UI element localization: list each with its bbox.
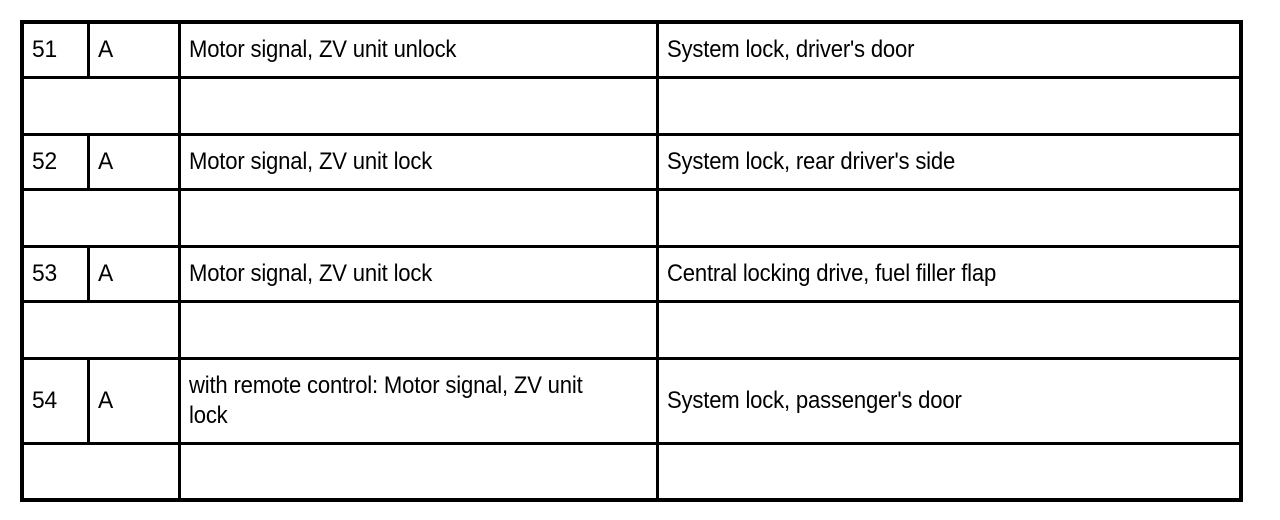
component-text: System lock, driver's door xyxy=(666,36,914,64)
fuse-number-text: 53 xyxy=(32,259,57,287)
component-text: System lock, rear driver's side xyxy=(666,147,955,175)
component-text: Central locking drive, fuel filler flap xyxy=(666,259,996,287)
table-row-spacer xyxy=(20,187,1243,248)
cell-spacer-component xyxy=(655,187,1243,248)
cell-description: with remote control: Motor signal, ZV un… xyxy=(177,356,659,445)
cell-fuse-type: A xyxy=(86,244,181,303)
cell-spacer-left xyxy=(20,441,181,502)
cell-fuse-number: 53 xyxy=(20,244,90,303)
table-row: 51 A Motor signal, ZV unit unlock System… xyxy=(20,20,1243,79)
table-row: 54 A with remote control: Motor signal, … xyxy=(20,356,1243,445)
cell-component: System lock, driver's door xyxy=(655,20,1243,79)
cell-fuse-number: 52 xyxy=(20,132,90,191)
cell-description: Motor signal, ZV unit lock xyxy=(177,244,659,303)
description-text: Motor signal, ZV unit lock xyxy=(188,259,432,287)
cell-fuse-type: A xyxy=(86,132,181,191)
cell-fuse-type: A xyxy=(86,356,181,445)
cell-spacer-description xyxy=(177,441,659,502)
table-row-spacer xyxy=(20,299,1243,360)
cell-spacer-component xyxy=(655,441,1243,502)
fuse-number-text: 54 xyxy=(32,386,57,414)
table-row: 53 A Motor signal, ZV unit lock Central … xyxy=(20,244,1243,303)
table-body: 51 A Motor signal, ZV unit unlock System… xyxy=(20,20,1243,502)
component-text: System lock, passenger's door xyxy=(666,386,962,414)
cell-spacer-component xyxy=(655,75,1243,136)
table-row: 52 A Motor signal, ZV unit lock System l… xyxy=(20,132,1243,191)
cell-component: System lock, passenger's door xyxy=(655,356,1243,445)
fuse-type-text: A xyxy=(97,386,113,414)
cell-spacer-description xyxy=(177,187,659,248)
fuse-assignment-table-container: 51 A Motor signal, ZV unit unlock System… xyxy=(20,20,1243,502)
fuse-type-text: A xyxy=(97,147,113,175)
fuse-number-text: 52 xyxy=(32,147,57,175)
cell-spacer-left xyxy=(20,75,181,136)
cell-spacer-left xyxy=(20,299,181,360)
cell-spacer-left xyxy=(20,187,181,248)
cell-spacer-component xyxy=(655,299,1243,360)
fuse-type-text: A xyxy=(97,259,113,287)
description-text: Motor signal, ZV unit unlock xyxy=(188,36,456,64)
cell-spacer-description xyxy=(177,299,659,360)
cell-description: Motor signal, ZV unit lock xyxy=(177,132,659,191)
description-text: Motor signal, ZV unit lock xyxy=(188,147,432,175)
cell-spacer-description xyxy=(177,75,659,136)
cell-fuse-number: 51 xyxy=(20,20,90,79)
cell-component: System lock, rear driver's side xyxy=(655,132,1243,191)
cell-description: Motor signal, ZV unit unlock xyxy=(177,20,659,79)
table-row-spacer xyxy=(20,75,1243,136)
cell-fuse-number: 54 xyxy=(20,356,90,445)
fuse-assignment-table: 51 A Motor signal, ZV unit unlock System… xyxy=(20,20,1243,502)
cell-component: Central locking drive, fuel filler flap xyxy=(655,244,1243,303)
fuse-number-text: 51 xyxy=(32,36,57,64)
fuse-type-text: A xyxy=(97,36,113,64)
cell-fuse-type: A xyxy=(86,20,181,79)
description-text: with remote control: Motor signal, ZV un… xyxy=(188,372,583,429)
table-row-spacer xyxy=(20,441,1243,502)
